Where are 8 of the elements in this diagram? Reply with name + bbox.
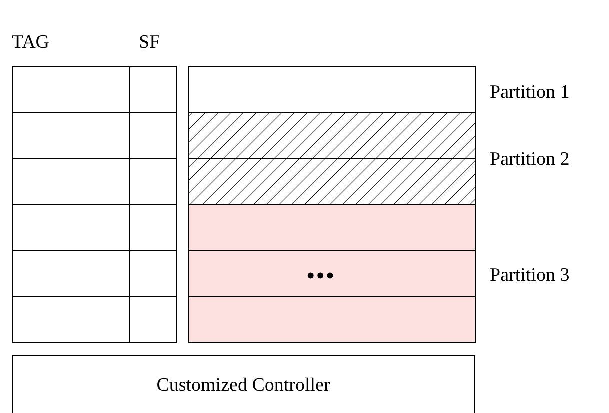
partition-label: Partition 2 bbox=[490, 149, 570, 171]
controller-label: Customized Controller bbox=[156, 375, 330, 397]
partition-label: Partition 1 bbox=[490, 82, 570, 104]
ellipsis-text: ••• bbox=[307, 265, 336, 287]
controller-box bbox=[12, 355, 475, 413]
partition-label: Partition 3 bbox=[490, 265, 570, 287]
column-header: SF bbox=[139, 32, 160, 54]
column-header: TAG bbox=[12, 32, 50, 54]
